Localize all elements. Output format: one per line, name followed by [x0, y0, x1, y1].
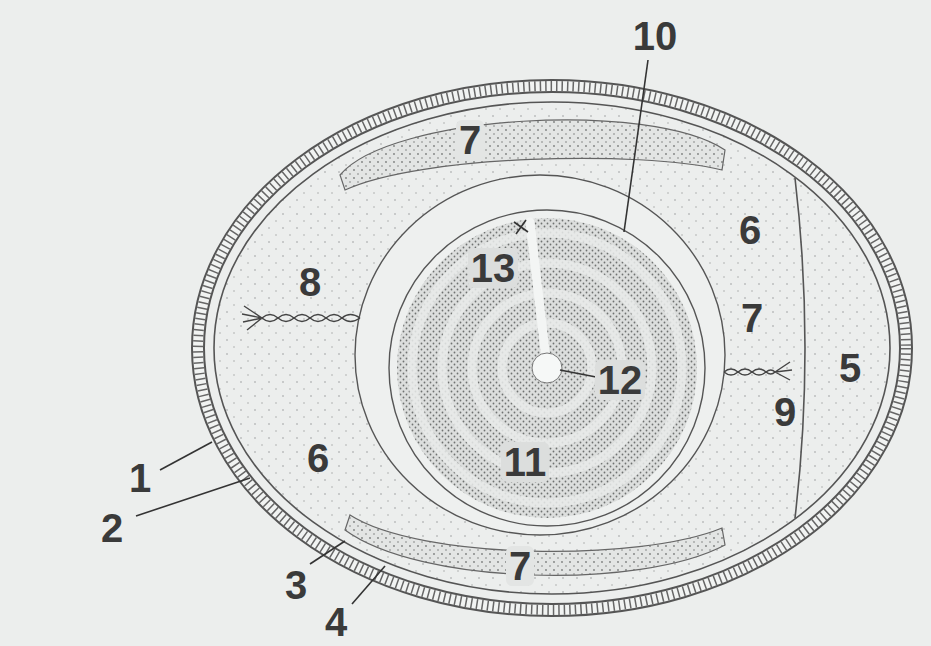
- yolk: [397, 218, 697, 518]
- callout-number: 10: [630, 16, 681, 56]
- callout-number: 7: [506, 546, 534, 586]
- germinal-disc: [514, 220, 528, 234]
- callout-number: 2: [98, 508, 126, 548]
- callout-number: 8: [296, 262, 324, 302]
- latebra-neck: [530, 222, 547, 368]
- callout-number: 7: [738, 298, 766, 338]
- shell-hatch: [198, 86, 906, 610]
- chalaza-right: [724, 362, 792, 380]
- callout-number: 5: [836, 348, 864, 388]
- callout-number: 7: [456, 120, 484, 160]
- callout-number: 3: [282, 565, 310, 605]
- shell-outer: [192, 80, 912, 616]
- shell-inner: [204, 92, 900, 604]
- callout-number: 1: [126, 458, 154, 498]
- callout-number: 12: [595, 360, 646, 400]
- shell-membrane: [214, 102, 890, 594]
- chalaziferous-layer: [355, 175, 725, 535]
- callout-number: 9: [771, 392, 799, 432]
- chalaza-left: [242, 306, 360, 330]
- air-cell-line: [795, 178, 805, 518]
- vitelline-membrane: [389, 210, 705, 526]
- latebra: [532, 353, 562, 383]
- callout-number: 13: [468, 248, 519, 288]
- callout-number: 6: [736, 210, 764, 250]
- leader-lines: [136, 60, 648, 604]
- callout-number: 11: [501, 442, 549, 482]
- callout-number: 4: [322, 602, 350, 642]
- callout-number: 6: [304, 438, 332, 478]
- yolk-rings: [412, 233, 682, 503]
